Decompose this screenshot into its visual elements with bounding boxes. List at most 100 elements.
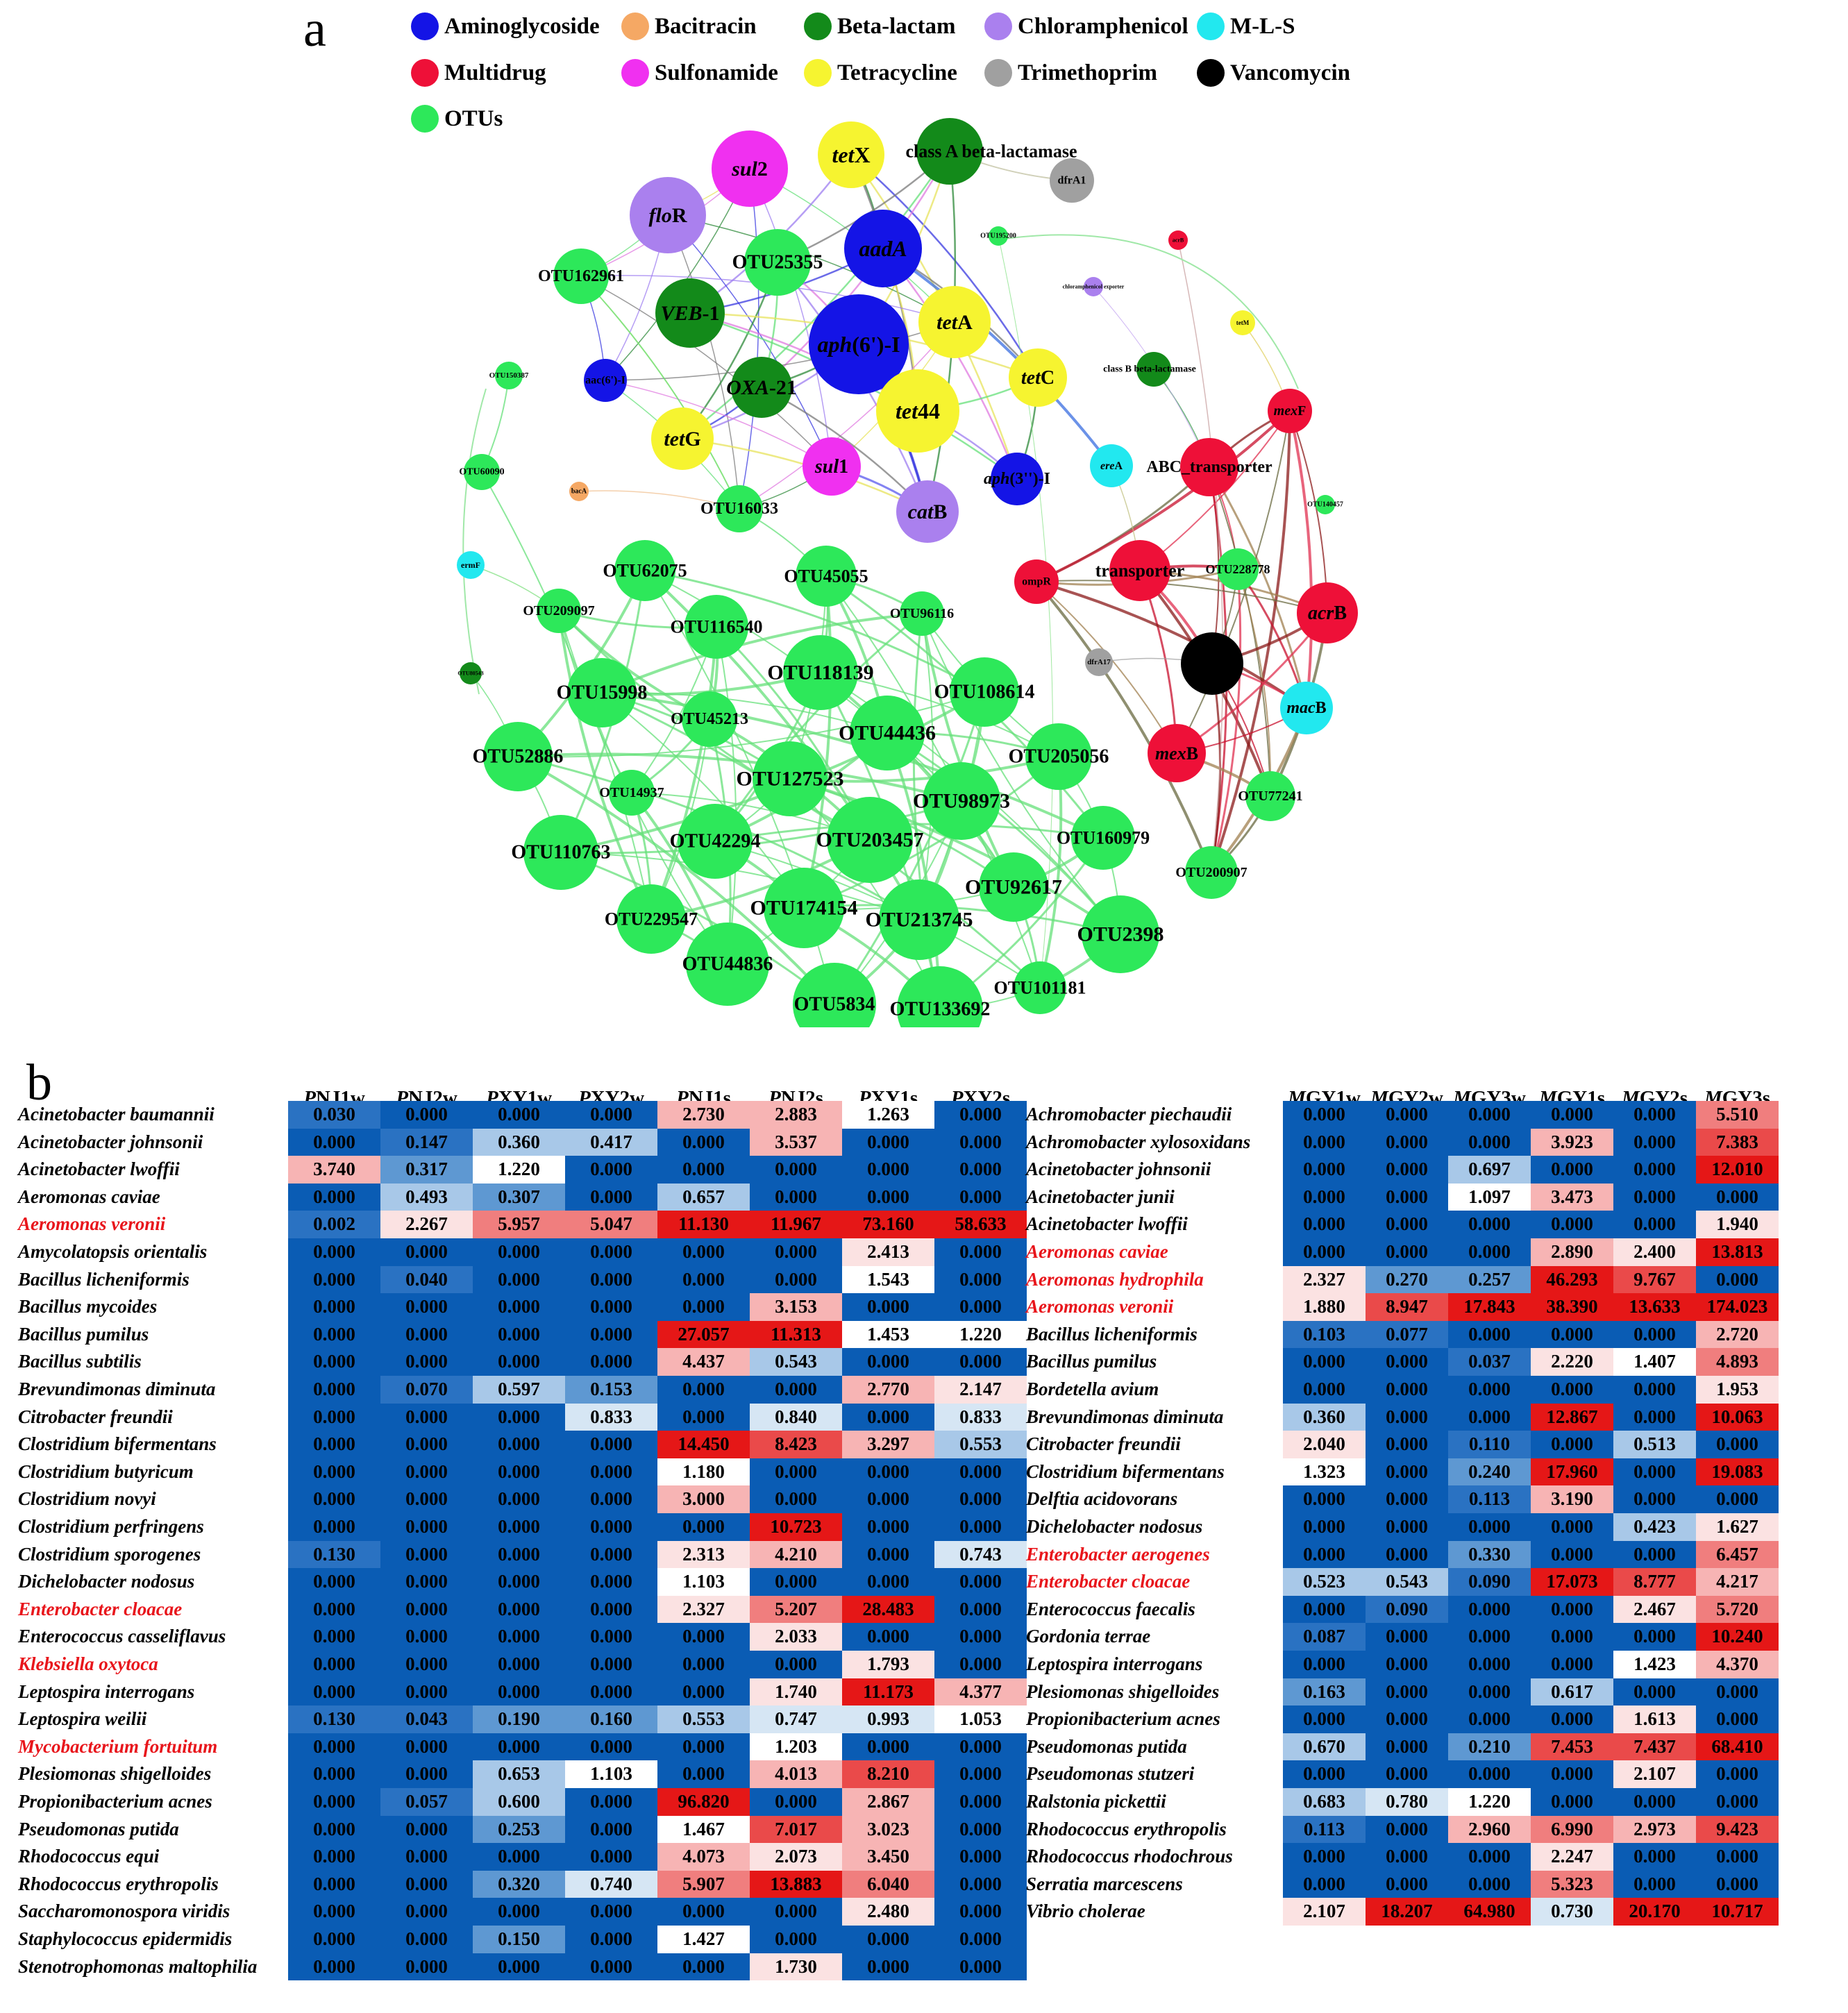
node-label-suffix: B — [1316, 699, 1327, 717]
heatmap-cell: 1.220 — [934, 1320, 1027, 1349]
heatmap-cell: 0.002 — [288, 1211, 380, 1238]
heatmap-cell: 0.000 — [1283, 1843, 1366, 1871]
heatmap-cell: 96.820 — [657, 1788, 750, 1816]
legend-swatch — [1197, 59, 1225, 87]
heatmap-cell: 0.000 — [1696, 1760, 1779, 1788]
network-edge — [803, 755, 1059, 909]
heatmap-cell: 0.000 — [934, 1623, 1027, 1651]
heatmap-cell: 0.000 — [1366, 1733, 1448, 1761]
network-node — [896, 480, 959, 543]
heatmap-cell: 0.000 — [288, 1815, 380, 1844]
network-node — [803, 437, 861, 496]
heatmap-cell: 0.000 — [1366, 1431, 1448, 1458]
node-label-suffix: R — [1220, 653, 1234, 675]
heatmap-cell: 0.057 — [380, 1788, 473, 1816]
node-label-italic: OXA — [726, 376, 769, 399]
heatmap-cell: 0.000 — [934, 1293, 1027, 1321]
node-label-suffix: -1 — [703, 302, 720, 325]
heatmap-cell: 0.000 — [565, 1815, 657, 1844]
heatmap-cell: 0.000 — [1613, 1485, 1696, 1513]
heatmap-cell: 0.000 — [1613, 1458, 1696, 1486]
legend-label: Trimethoprim — [1018, 60, 1158, 85]
heatmap-cell: 0.000 — [473, 1898, 565, 1926]
network-node-label: acrB — [1308, 603, 1347, 624]
network-edge — [580, 276, 740, 509]
heatmap-cell: 0.000 — [750, 1265, 842, 1294]
heatmap-cell: 0.000 — [288, 1320, 380, 1349]
heatmap-cell: 0.000 — [1531, 1513, 1613, 1541]
heatmap-cell: 0.000 — [565, 1568, 657, 1596]
heatmap-cell: 0.000 — [380, 1513, 473, 1541]
heatmap-cell: 0.000 — [1696, 1485, 1779, 1513]
heatmap-cell: 0.090 — [1366, 1595, 1448, 1624]
heatmap-cell: 0.000 — [750, 1458, 842, 1486]
network-node — [682, 691, 737, 747]
heatmap-cell: 4.893 — [1696, 1348, 1779, 1376]
heatmap-cell: 1.053 — [934, 1705, 1027, 1733]
network-nodes — [457, 118, 1358, 1027]
heatmap-cell: 64.980 — [1448, 1898, 1531, 1926]
network-node — [979, 852, 1048, 922]
heatmap-row-label: Bacillus licheniformis — [1026, 1323, 1198, 1345]
heatmap-cell: 0.070 — [380, 1376, 473, 1404]
heatmap-cell: 0.993 — [842, 1705, 934, 1733]
heatmap-row-label: Klebsiella oxytoca — [18, 1653, 158, 1674]
heatmap-cell: 0.000 — [1366, 1348, 1448, 1376]
heatmap-cell: 12.010 — [1696, 1156, 1779, 1184]
network-node-label: OTU174154 — [750, 897, 857, 920]
network-node-label: OTU108614 — [934, 682, 1035, 703]
heatmap-cell: 0.000 — [380, 1101, 473, 1129]
heatmap-cell: 0.000 — [565, 1485, 657, 1513]
heatmap-cell: 3.297 — [842, 1431, 934, 1458]
heatmap-cell: 0.000 — [565, 1156, 657, 1184]
heatmap-cell: 0.000 — [1696, 1843, 1779, 1871]
heatmap-cell: 0.320 — [473, 1870, 565, 1898]
node-label-italic: VEB — [660, 302, 702, 325]
heatmap-row-label: Bacillus pumilus — [18, 1323, 149, 1345]
heatmap-row-label: Bacillus subtilis — [18, 1351, 142, 1372]
heatmap-row-label: Enterobacter cloacae — [1026, 1571, 1191, 1592]
heatmap-row-label: Aeromonas veronii — [18, 1213, 166, 1235]
network-node-label: OTU110763 — [511, 842, 610, 864]
heatmap-cell: 28.483 — [842, 1595, 934, 1624]
network-edge — [605, 380, 832, 467]
network-edge — [887, 732, 1122, 935]
heatmap-cell: 2.267 — [380, 1211, 473, 1238]
network-node — [731, 357, 792, 418]
network-node-label: OTU101181 — [994, 978, 1086, 998]
network-node — [783, 635, 858, 710]
network-node — [1245, 771, 1295, 821]
heatmap-cell: 0.000 — [473, 1651, 565, 1678]
heatmap-cell: 0.000 — [1366, 1815, 1448, 1844]
legend-label: Vancomycin — [1230, 60, 1350, 85]
heatmap-cell: 0.257 — [1448, 1265, 1531, 1294]
heatmap-row-label: Clostridium perfringens — [18, 1516, 204, 1537]
heatmap-cell: 0.000 — [934, 1898, 1027, 1926]
heatmap-cell: 0.000 — [380, 1898, 473, 1926]
legend-label: Tetracycline — [837, 60, 957, 85]
heatmap-cell: 0.000 — [380, 1568, 473, 1596]
network-node-label: OTU116540 — [671, 617, 763, 637]
heatmap-cell: 3.537 — [750, 1128, 842, 1156]
heatmap-row-label: Aeromonas caviae — [18, 1186, 160, 1207]
network-node — [1217, 548, 1259, 590]
heatmap-row-label: Enterobacter cloacae — [18, 1598, 183, 1619]
heatmap-cell: 2.033 — [750, 1623, 842, 1651]
heatmap-cell: 1.103 — [565, 1760, 657, 1788]
heatmap-cell: 0.270 — [1366, 1265, 1448, 1294]
heatmap-cell: 0.000 — [1531, 1211, 1613, 1238]
node-label-suffix: -21 — [769, 376, 797, 399]
network-node-label: ompR — [1022, 576, 1051, 588]
heatmap-cell: 0.000 — [473, 1348, 565, 1376]
network-node — [457, 551, 485, 579]
heatmap-cell: 0.000 — [1696, 1788, 1779, 1816]
network-edge — [1036, 410, 1291, 583]
network-node — [1082, 895, 1159, 973]
heatmap-cell: 1.103 — [657, 1568, 750, 1596]
network-edge — [716, 626, 737, 965]
heatmap-cell: 0.000 — [1613, 1870, 1696, 1898]
heatmap-cell: 6.990 — [1531, 1815, 1613, 1844]
heatmap-cell: 0.000 — [288, 1128, 380, 1156]
network-node — [818, 121, 884, 188]
network-node-label: class A beta-lactamase — [906, 142, 1077, 162]
